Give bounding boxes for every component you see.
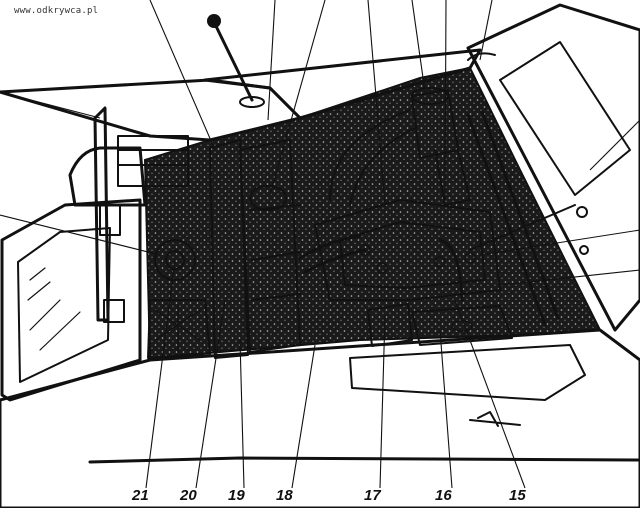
callout-21: 21 [131,487,149,504]
left-door [0,106,142,402]
leader-left [0,214,161,256]
leader-top-left [0,91,101,119]
leader-right-3 [589,119,640,171]
callout-16: 16 [435,487,452,504]
leader-16 [439,329,453,489]
leader-top-1 [149,0,216,151]
leader-right-1 [479,229,640,256]
callout-18: 18 [276,487,293,504]
leader-top-6 [444,0,447,201]
leader-15 [454,299,526,489]
callout-19: 19 [228,487,245,504]
leader-19 [239,339,245,489]
cowl-panel [0,14,482,142]
callout-labels: 21 20 19 18 17 16 15 [131,487,526,504]
leader-top-3 [269,0,326,196]
leader-21 [145,259,176,489]
raised-hood [466,3,640,332]
watermark: www.odkrywca.pl [14,6,99,16]
callout-15: 15 [509,487,526,504]
leader-top-4 [367,0,386,206]
left-fender [68,135,189,207]
leader-right-2 [499,269,640,286]
leader-20 [195,299,226,489]
engine-block [298,87,501,302]
leader-top-5 [411,0,426,93]
radiator [209,139,301,359]
battery-box [367,303,513,347]
leader-lines [0,0,640,489]
leader-18 [291,344,316,489]
callout-20: 20 [179,487,197,504]
lower-body [0,328,640,510]
leader-top-2 [267,0,276,121]
leader-17 [379,314,386,489]
callout-17: 17 [364,487,381,504]
leader-top-7 [479,0,493,61]
steering-rod [466,52,576,327]
